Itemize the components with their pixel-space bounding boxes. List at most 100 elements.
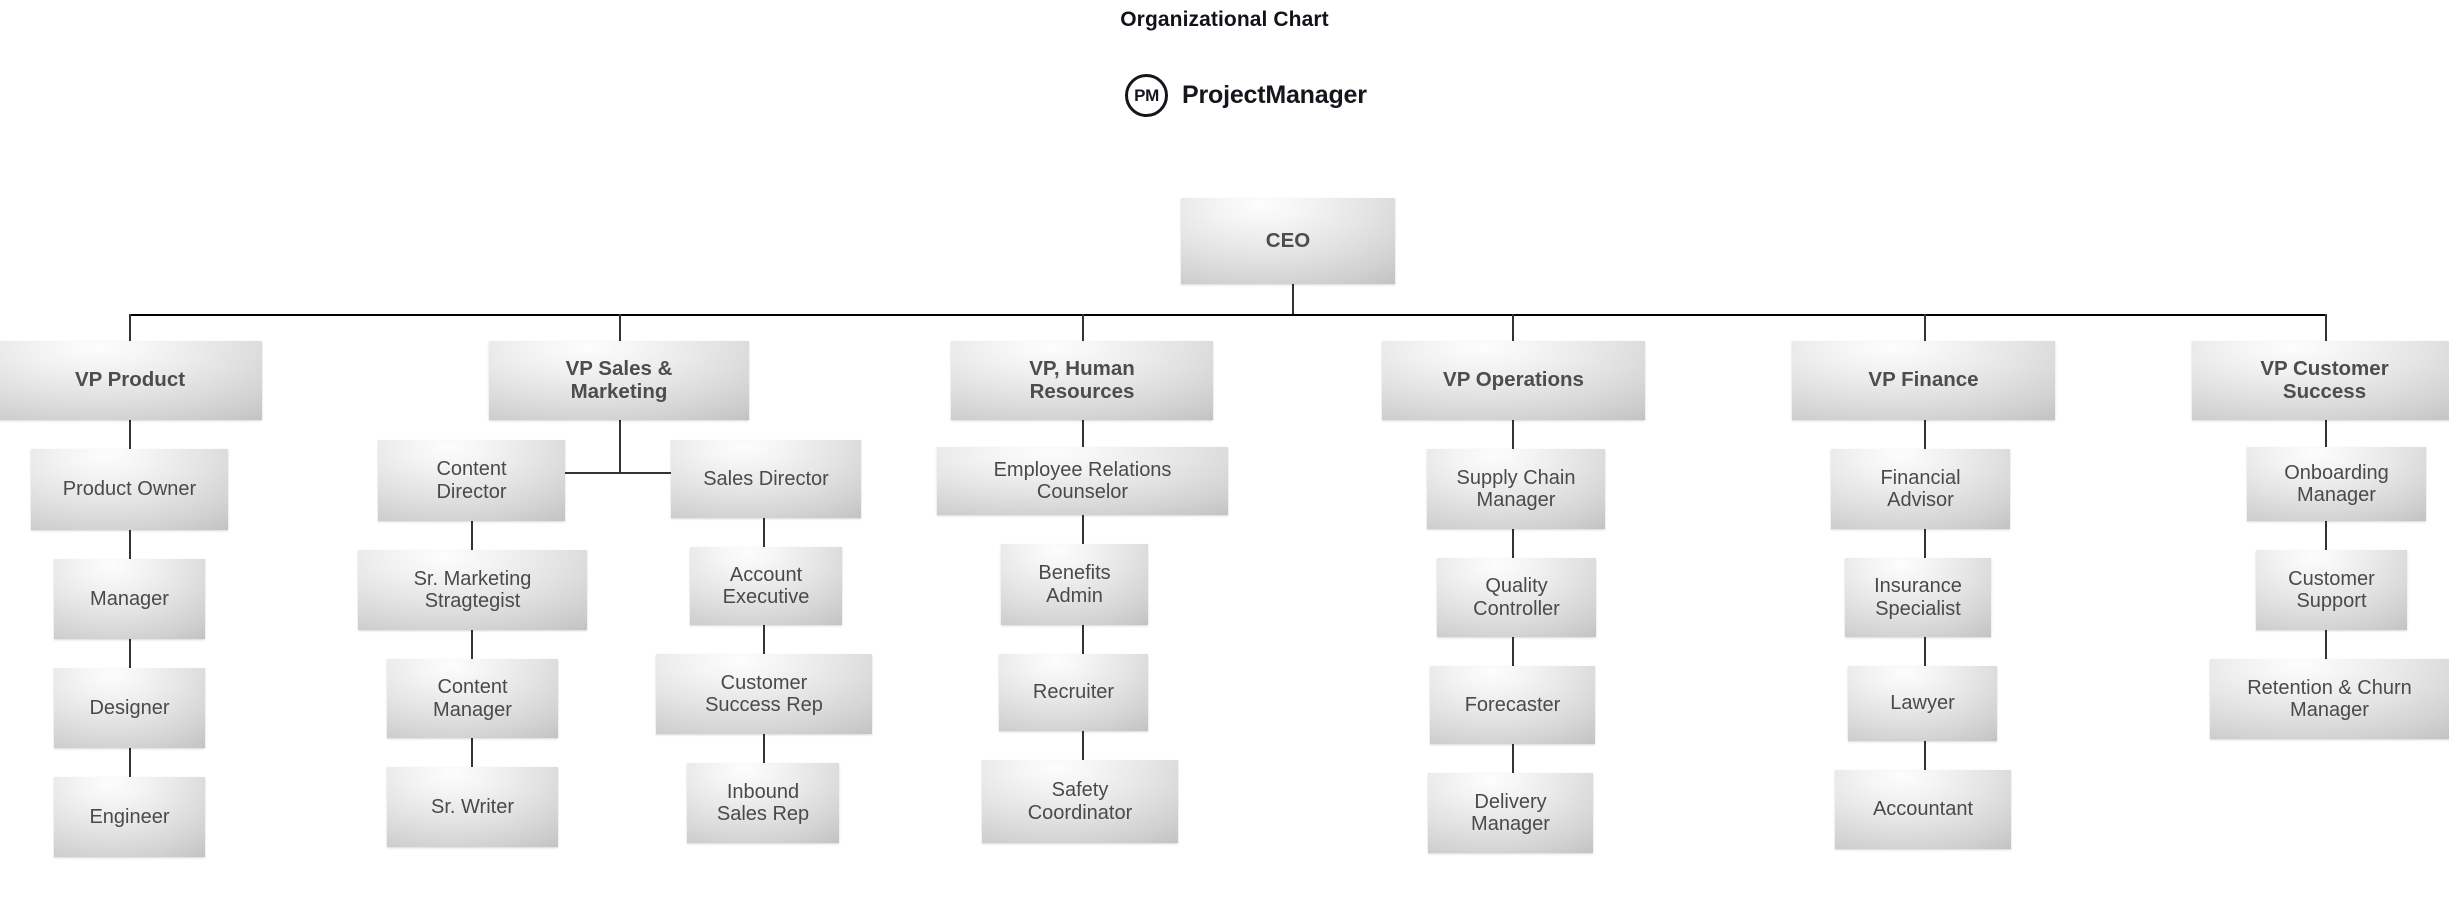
connector-forecaster-to-delivery-manager [1512, 744, 1514, 773]
node-label: Benefits Admin [1038, 562, 1111, 607]
connector-bus-to-vp-hr [1082, 314, 1084, 341]
connector-bus-to-vp-product [129, 314, 131, 341]
node-sr-writer[interactable]: Sr. Writer [387, 767, 558, 847]
node-engineer[interactable]: Engineer [54, 777, 205, 857]
connector-product-owner-to-manager [129, 530, 131, 559]
node-safety-coordinator[interactable]: Safety Coordinator [982, 760, 1178, 843]
node-label: Account Executive [722, 563, 810, 608]
node-supply-chain-manager[interactable]: Supply Chain Manager [1427, 449, 1605, 529]
node-vp-product[interactable]: VP Product [0, 341, 262, 420]
connector-recruiter-to-safety-coordinator [1082, 731, 1084, 760]
connector-financial-advisor-to-insurance-specialist [1924, 529, 1926, 558]
node-label: Retention & Churn Manager [2247, 676, 2412, 721]
connector-sales-split-bar [565, 472, 671, 474]
node-customer-support[interactable]: Customer Support [2256, 550, 2407, 630]
connector-manager-to-designer [129, 639, 131, 668]
node-vp-human-resources[interactable]: VP, Human Resources [951, 341, 1213, 420]
brand-initials: PM [1134, 86, 1159, 105]
node-product-owner[interactable]: Product Owner [31, 449, 228, 530]
node-label: Forecaster [1464, 693, 1561, 716]
connector-quality-controller-to-forecaster [1512, 637, 1514, 666]
connector-bus-to-vp-operations [1512, 314, 1514, 341]
connector-vp-hr-to-employee-relations [1082, 420, 1084, 447]
node-label: Safety Coordinator [1027, 779, 1133, 824]
node-label: Product Owner [62, 478, 197, 501]
node-vp-customer-success[interactable]: VP Customer Success [2192, 341, 2449, 420]
connector-sales-director-to-account-executive [763, 518, 765, 547]
node-benefits-admin[interactable]: Benefits Admin [1001, 544, 1148, 625]
node-lawyer[interactable]: Lawyer [1848, 666, 1997, 741]
node-retention-churn-manager[interactable]: Retention & Churn Manager [2210, 659, 2449, 739]
connector-designer-to-engineer [129, 748, 131, 777]
connector-customer-success-rep-to-inbound-sales-rep [763, 734, 765, 763]
node-manager[interactable]: Manager [54, 559, 205, 639]
node-onboarding-manager[interactable]: Onboarding Manager [2247, 447, 2426, 521]
node-label: CEO [1265, 228, 1311, 252]
brand-logo: PM ProjectManager [1125, 74, 1367, 117]
node-sales-director[interactable]: Sales Director [671, 440, 861, 518]
node-content-director[interactable]: Content Director [378, 440, 565, 521]
node-forecaster[interactable]: Forecaster [1430, 666, 1595, 744]
node-vp-sales-marketing[interactable]: VP Sales & Marketing [489, 341, 749, 420]
brand-name: ProjectManager [1182, 81, 1367, 109]
connector-insurance-specialist-to-lawyer [1924, 637, 1926, 666]
connector-customer-support-to-retention [2325, 630, 2327, 659]
connector-content-manager-to-sr-writer [471, 738, 473, 767]
node-ceo[interactable]: CEO [1181, 198, 1395, 284]
page-title: Organizational Chart [1120, 8, 1329, 31]
node-insurance-specialist[interactable]: Insurance Specialist [1845, 558, 1991, 637]
node-label: Supply Chain Manager [1456, 466, 1576, 511]
node-label: Onboarding Manager [2284, 461, 2389, 506]
node-employee-relations-counselor[interactable]: Employee Relations Counselor [937, 447, 1228, 515]
connector-vp-sales-stem [619, 420, 621, 473]
node-label: VP Operations [1443, 368, 1584, 392]
node-inbound-sales-rep[interactable]: Inbound Sales Rep [687, 763, 839, 843]
node-label: VP Product [74, 368, 186, 392]
node-label: Lawyer [1890, 692, 1955, 715]
connector-account-executive-to-customer-success-rep [763, 625, 765, 654]
node-sr-marketing-stragtegist[interactable]: Sr. Marketing Stragtegist [358, 550, 587, 630]
node-label: Manager [90, 587, 169, 610]
node-label: Inbound Sales Rep [716, 780, 810, 825]
connector-vp-product-to-product-owner [129, 420, 131, 449]
node-quality-controller[interactable]: Quality Controller [1437, 558, 1596, 637]
connector-lawyer-to-accountant [1924, 741, 1926, 770]
node-label: VP Sales & Marketing [565, 356, 673, 403]
node-financial-advisor[interactable]: Financial Advisor [1831, 449, 2010, 529]
node-accountant[interactable]: Accountant [1835, 770, 2011, 849]
connector-vp-operations-to-supply-chain [1512, 420, 1514, 449]
node-label: Customer Support [2288, 567, 2375, 612]
node-content-manager[interactable]: Content Manager [387, 659, 558, 738]
node-label: Sales Director [703, 467, 829, 490]
connector-benefits-admin-to-recruiter [1082, 625, 1084, 654]
node-recruiter[interactable]: Recruiter [999, 654, 1148, 731]
node-label: Recruiter [1032, 681, 1115, 704]
node-vp-operations[interactable]: VP Operations [1382, 341, 1645, 420]
node-designer[interactable]: Designer [54, 668, 205, 748]
node-label: Accountant [1872, 798, 1974, 821]
connector-bus-to-vp-customer-success [2325, 314, 2327, 341]
node-label: Delivery Manager [1471, 790, 1550, 835]
node-account-executive[interactable]: Account Executive [690, 547, 842, 625]
node-label: VP Customer Success [2260, 356, 2389, 403]
connector-employee-relations-to-benefits-admin [1082, 515, 1084, 544]
node-label: Insurance Specialist [1874, 575, 1962, 620]
node-label: Sr. Marketing Stragtegist [413, 567, 532, 612]
node-label: Sr. Writer [431, 795, 514, 818]
node-label: Designer [89, 696, 170, 719]
node-customer-success-rep[interactable]: Customer Success Rep [656, 654, 872, 734]
connector-sr-marketing-to-content-manager [471, 630, 473, 659]
node-label: Customer Success Rep [705, 671, 823, 716]
node-label: Quality Controller [1473, 575, 1560, 620]
connector-ceo-stem [1292, 284, 1294, 316]
node-delivery-manager[interactable]: Delivery Manager [1428, 773, 1593, 853]
node-vp-finance[interactable]: VP Finance [1792, 341, 2055, 420]
pm-circle-logo-icon: PM [1125, 74, 1168, 117]
node-label: VP, Human Resources [1029, 356, 1135, 403]
connector-vp-customer-success-to-onboarding [2325, 420, 2327, 447]
node-label: Employee Relations Counselor [993, 458, 1172, 503]
node-label: Financial Advisor [1880, 466, 1961, 511]
connector-onboarding-to-customer-support [2325, 521, 2327, 550]
node-label: Content Manager [433, 676, 512, 721]
